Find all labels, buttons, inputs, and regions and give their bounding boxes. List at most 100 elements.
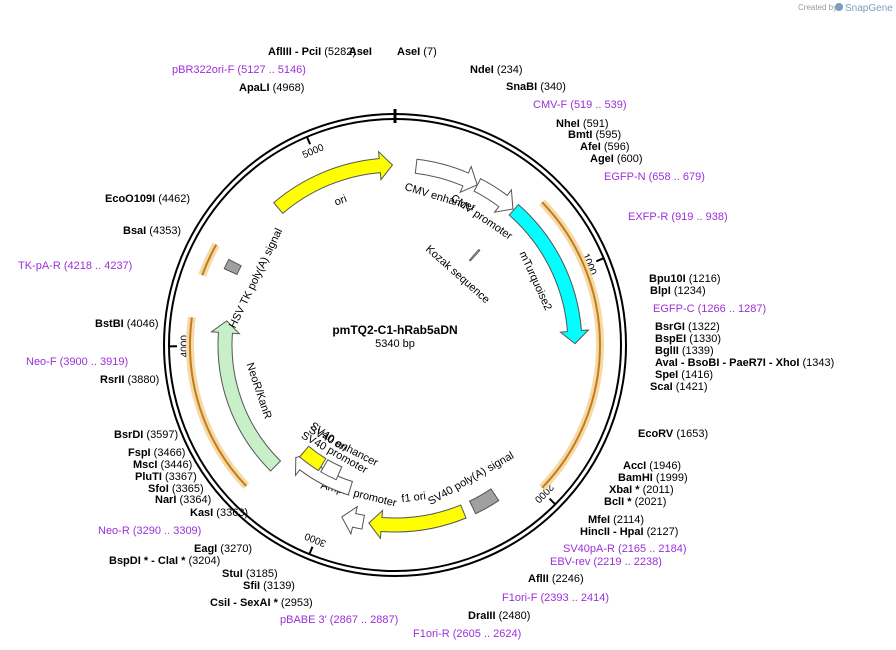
site-position: (2165 .. 2184): [618, 543, 687, 555]
tick-mark: [306, 136, 312, 145]
restriction-site-label: Bpu10I (1216): [649, 273, 721, 285]
site-name: pBABE 3': [280, 614, 330, 626]
site-position: (3880): [128, 374, 160, 386]
feature-shape: [468, 248, 481, 262]
site-position: (1999): [656, 472, 688, 484]
site-position: (4046): [127, 318, 159, 330]
restriction-site-label: BspEI (1330): [655, 333, 721, 345]
feature-shape: [508, 203, 590, 345]
restriction-site-label: AflII (2246): [528, 573, 584, 585]
restriction-site-label: pBR322ori-F (5127 .. 5146): [172, 64, 306, 76]
feature-shape: [320, 459, 343, 481]
restriction-site-label: TK-pA-R (4218 .. 4237): [18, 260, 132, 272]
site-name: ApaLI: [239, 82, 273, 94]
restriction-site-label: BmtI (595): [568, 129, 621, 141]
site-name: AseI: [397, 46, 423, 58]
site-line-group: AseI (7) NdeI (234) SnaBI (340) CMV-F (519 …: [18, 46, 834, 640]
restriction-site-label: StuI (3185): [222, 568, 278, 580]
restriction-site-label: NdeI (234): [470, 64, 523, 76]
site-position: (591): [583, 118, 609, 130]
restriction-site-label: XbaI * (2011): [609, 484, 674, 496]
site-position: (5127 .. 5146): [237, 64, 306, 76]
restriction-site-label: ScaI (1421): [650, 381, 707, 393]
site-position: (1946): [649, 460, 681, 472]
site-position: (7): [423, 46, 436, 58]
site-name: BlpI: [650, 285, 674, 297]
feature-label: f1 ori: [401, 490, 427, 505]
site-labels: AseI: [349, 46, 372, 58]
site-label: AseI: [349, 46, 372, 58]
site-position: (3466): [154, 447, 186, 459]
restriction-site-label: Neo-R (3290 .. 3309): [98, 525, 201, 537]
feature-label: SV40 poly(A) signal: [426, 450, 516, 508]
site-name: NdeI: [470, 64, 497, 76]
site-position: (2011): [643, 484, 674, 496]
restriction-site-label: EcoO109I (4462): [105, 193, 190, 205]
site-name: AflIII - PciI: [268, 46, 324, 58]
restriction-site-label: HincII - HpaI (2127): [580, 526, 678, 538]
restriction-site-label: AfeI (596): [580, 141, 630, 153]
site-name: BclI *: [604, 496, 635, 508]
site-name: HincII - HpaI: [580, 526, 647, 538]
site-position: (4353): [149, 225, 181, 237]
site-position: (3364): [179, 494, 211, 506]
restriction-site-label: BclI * (2021): [604, 496, 666, 508]
site-position: (4218 .. 4237): [64, 260, 133, 272]
site-name: SV40pA-R: [563, 543, 618, 555]
restriction-site-label: SV40pA-R (2165 .. 2184): [563, 543, 687, 555]
site-name: EagI: [194, 543, 220, 555]
tick-label: 3000: [303, 530, 328, 549]
site-position: (2114): [613, 514, 644, 526]
site-name: ScaI: [650, 381, 676, 393]
feature-label: HSV TK poly(A) signal: [227, 226, 285, 330]
site-name: F1ori-F: [502, 592, 541, 604]
site-name: AvaI - BsoBI - PaeR7I - XhoI: [655, 357, 803, 369]
site-name: BamHI: [618, 472, 656, 484]
site-position: (3290 .. 3309): [133, 525, 202, 537]
site-name: pBR322ori-F: [172, 64, 237, 76]
site-name: SnaBI: [506, 81, 540, 93]
site-position: (3204): [188, 555, 220, 567]
site-position: (2021): [635, 496, 667, 508]
site-name: BglII: [655, 345, 682, 357]
restriction-site-label: BspDI * - ClaI * (3204): [109, 555, 220, 567]
plasmid-length: 5340 bp: [375, 338, 415, 350]
restriction-site-label: Neo-F (3900 .. 3919): [26, 356, 128, 368]
site-position: (600): [617, 153, 643, 165]
site-name: EcoRV: [638, 428, 676, 440]
site-position: (1421): [676, 381, 708, 393]
restriction-site-label: AflIII - PciI (5282): [268, 46, 356, 58]
tick-label: 5000: [301, 142, 326, 161]
site-name: EcoO109I: [105, 193, 158, 205]
site-position: (596): [604, 141, 630, 153]
site-name: PluTI: [135, 471, 165, 483]
site-position: (1234): [674, 285, 706, 297]
feature-label: NeoR/KanR: [244, 361, 274, 421]
tick-label: 4000: [180, 335, 191, 358]
site-name: SpeI: [655, 369, 681, 381]
restriction-site-label: SnaBI (340): [506, 81, 566, 93]
orange-arc-group: [186, 199, 604, 491]
restriction-site-label: AccI (1946): [623, 460, 681, 472]
restriction-site-label: AseI (7): [397, 46, 437, 58]
feature-shape: [473, 178, 514, 213]
restriction-site-label: EGFP-N (658 .. 679): [604, 171, 705, 183]
svg-text:AseI: AseI: [349, 46, 372, 58]
site-position: (3363): [216, 507, 248, 519]
site-name: DraIII: [468, 610, 499, 622]
restriction-site-label: CMV-F (519 .. 539): [533, 99, 627, 111]
site-name: EXFP-R: [628, 211, 671, 223]
restriction-site-label: AgeI (600): [590, 153, 643, 165]
restriction-site-label: BsaI (4353): [123, 225, 181, 237]
site-position: (3446): [161, 459, 193, 471]
site-name: RsrII: [100, 374, 128, 386]
site-name: FspI: [128, 447, 154, 459]
site-position: (3139): [263, 580, 295, 592]
site-position: (1339): [682, 345, 714, 357]
site-position: (1216): [689, 273, 721, 285]
restriction-site-label: F1ori-R (2605 .. 2624): [413, 628, 521, 640]
snapgene-logo-icon: [835, 3, 843, 11]
site-position: (3900 .. 3919): [60, 356, 129, 368]
orf-arc: [541, 201, 601, 489]
site-name: AgeI: [590, 153, 617, 165]
